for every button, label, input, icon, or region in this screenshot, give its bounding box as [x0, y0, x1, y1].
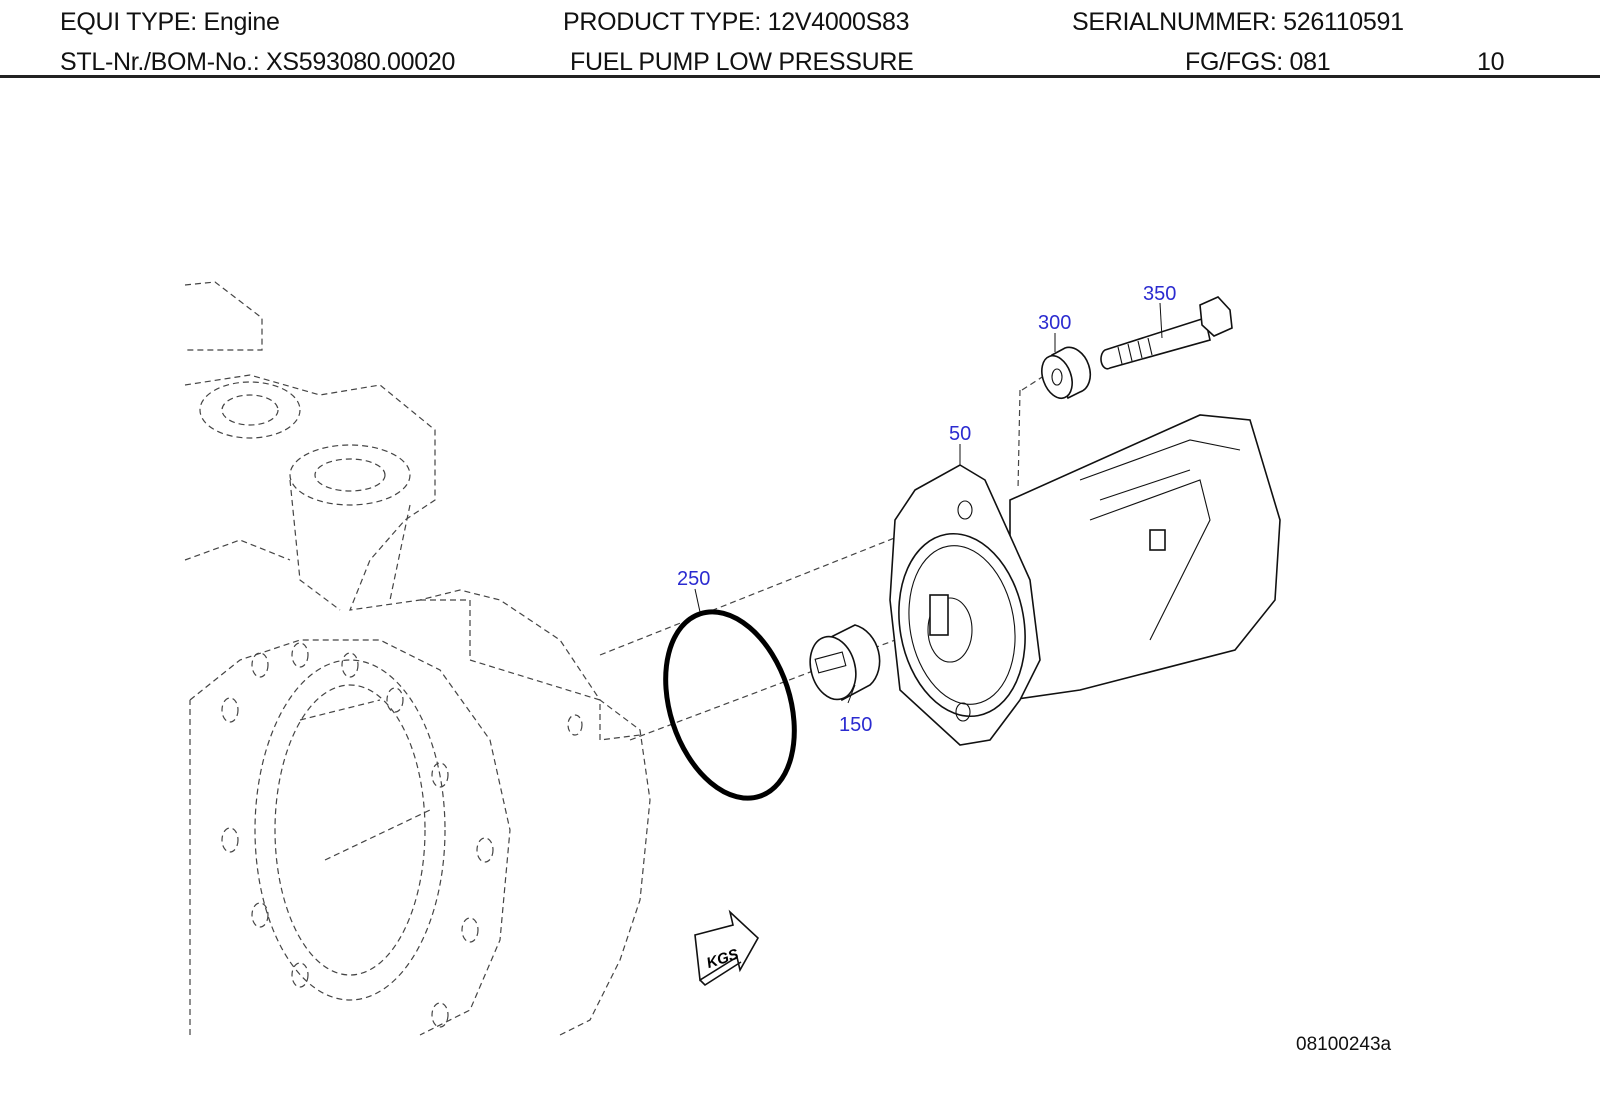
page-title: FUEL PUMP LOW PRESSURE — [570, 48, 914, 76]
callout-50[interactable]: 50 — [949, 423, 971, 445]
leader-lines — [694, 302, 1163, 704]
header-divider — [0, 75, 1600, 78]
assembly-lines — [599, 371, 1051, 741]
bolt-holes — [221, 642, 583, 1028]
washer-part[interactable] — [1036, 346, 1092, 402]
fg-fgs: FG/FGS: 081 — [1185, 48, 1331, 76]
drawing-number: 08100243a — [1296, 1034, 1392, 1055]
callout-150[interactable]: 150 — [839, 714, 872, 736]
callout-250[interactable]: 250 — [677, 568, 710, 590]
engine-housing-outline — [184, 281, 651, 1036]
o-ring-part[interactable] — [643, 595, 816, 815]
page-number: 10 — [1477, 48, 1505, 76]
callout-350[interactable]: 350 — [1143, 283, 1176, 305]
callout-300[interactable]: 300 — [1038, 312, 1071, 334]
bom-number: STL-Nr./BOM-No.: XS593080.00020 — [60, 48, 456, 76]
fuel-pump-part[interactable] — [885, 414, 1281, 746]
bolt-part[interactable] — [1100, 296, 1233, 370]
equi-type: EQUI TYPE: Engine — [60, 8, 280, 36]
product-type: PRODUCT TYPE: 12V4000S83 — [563, 8, 910, 36]
kgs-arrow-icon: KGS — [694, 909, 760, 987]
serial-number: SERIALNUMMER: 526110591 — [1072, 8, 1404, 36]
coupling-part[interactable] — [803, 624, 881, 705]
